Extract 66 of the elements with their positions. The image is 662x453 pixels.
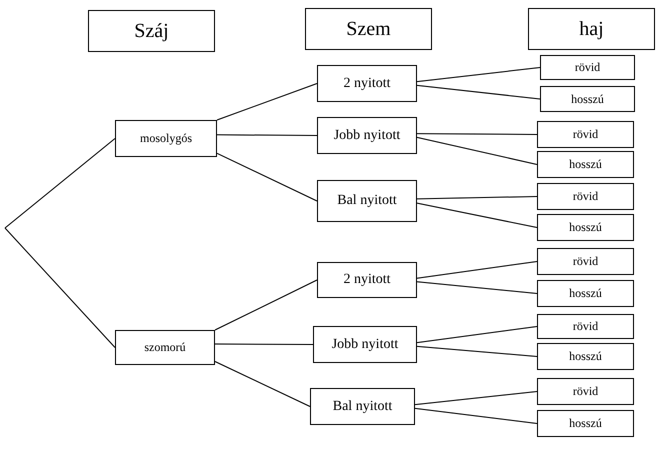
mouth-text: mosolygós <box>140 131 192 146</box>
eye-box <box>317 262 417 298</box>
eye-box <box>317 65 417 102</box>
connector-line <box>416 346 538 357</box>
hair-text: hosszú <box>569 157 602 172</box>
hair-text: hosszú <box>569 349 602 364</box>
hair-text: hosszú <box>569 286 602 301</box>
connector-line <box>214 361 310 407</box>
hair-text: hosszú <box>569 416 602 431</box>
hair-text: hosszú <box>569 220 602 235</box>
hair-text: rövid <box>572 127 598 142</box>
eye-box <box>317 117 417 154</box>
hair-box <box>537 410 634 437</box>
eye-text: 2 nyitott <box>343 272 391 288</box>
connector-line <box>214 280 318 330</box>
connector-line <box>416 136 538 165</box>
connector-line <box>216 152 318 202</box>
hair-text: rövid <box>572 384 598 399</box>
column-header-box <box>88 10 215 52</box>
connector-line <box>416 202 538 228</box>
eye-text: Bal nyitott <box>337 193 397 209</box>
hair-box <box>540 55 635 80</box>
hair-box <box>537 151 634 178</box>
connector-line <box>4 138 116 228</box>
hair-text: hosszú <box>571 92 604 106</box>
connector-line <box>416 326 538 344</box>
eye-box <box>313 326 417 363</box>
hair-box <box>537 183 634 210</box>
hair-box <box>537 248 634 275</box>
column-header-text: haj <box>579 18 604 40</box>
hair-text: rövid <box>572 254 598 269</box>
connector-line <box>414 408 538 424</box>
eye-text: Jobb nyitott <box>332 336 398 352</box>
connector-line <box>4 228 116 348</box>
connector-line <box>214 344 314 345</box>
column-header-box <box>528 8 655 50</box>
hair-box <box>537 214 634 241</box>
connector-line <box>416 133 538 135</box>
column-header-box <box>305 8 432 50</box>
eye-box <box>317 180 417 222</box>
hair-box <box>537 378 634 405</box>
eye-text: Bal nyitott <box>332 398 392 414</box>
mouth-box <box>115 120 217 157</box>
connector-line <box>416 281 538 294</box>
connector-line <box>416 196 538 200</box>
connector-line <box>414 391 538 406</box>
eye-box <box>310 388 415 425</box>
connector-line <box>216 134 318 136</box>
connector-line <box>216 83 318 120</box>
connector-line <box>416 261 538 279</box>
mouth-box <box>115 330 215 365</box>
hair-text: rövid <box>572 189 598 204</box>
hair-box <box>537 280 634 307</box>
hair-box <box>537 314 634 339</box>
eye-text: Jobb nyitott <box>334 128 400 144</box>
connector-line <box>416 67 540 82</box>
column-header-text: Száj <box>134 20 169 42</box>
hair-text: rövid <box>574 60 600 75</box>
eye-text: 2 nyitott <box>343 76 391 92</box>
connector-line <box>416 84 540 100</box>
hair-box <box>540 86 635 112</box>
mouth-text: szomorú <box>144 340 186 355</box>
hair-box <box>537 343 634 370</box>
hair-text: rövid <box>572 319 598 334</box>
column-header-text: Szem <box>346 18 391 40</box>
hair-box <box>537 121 634 148</box>
